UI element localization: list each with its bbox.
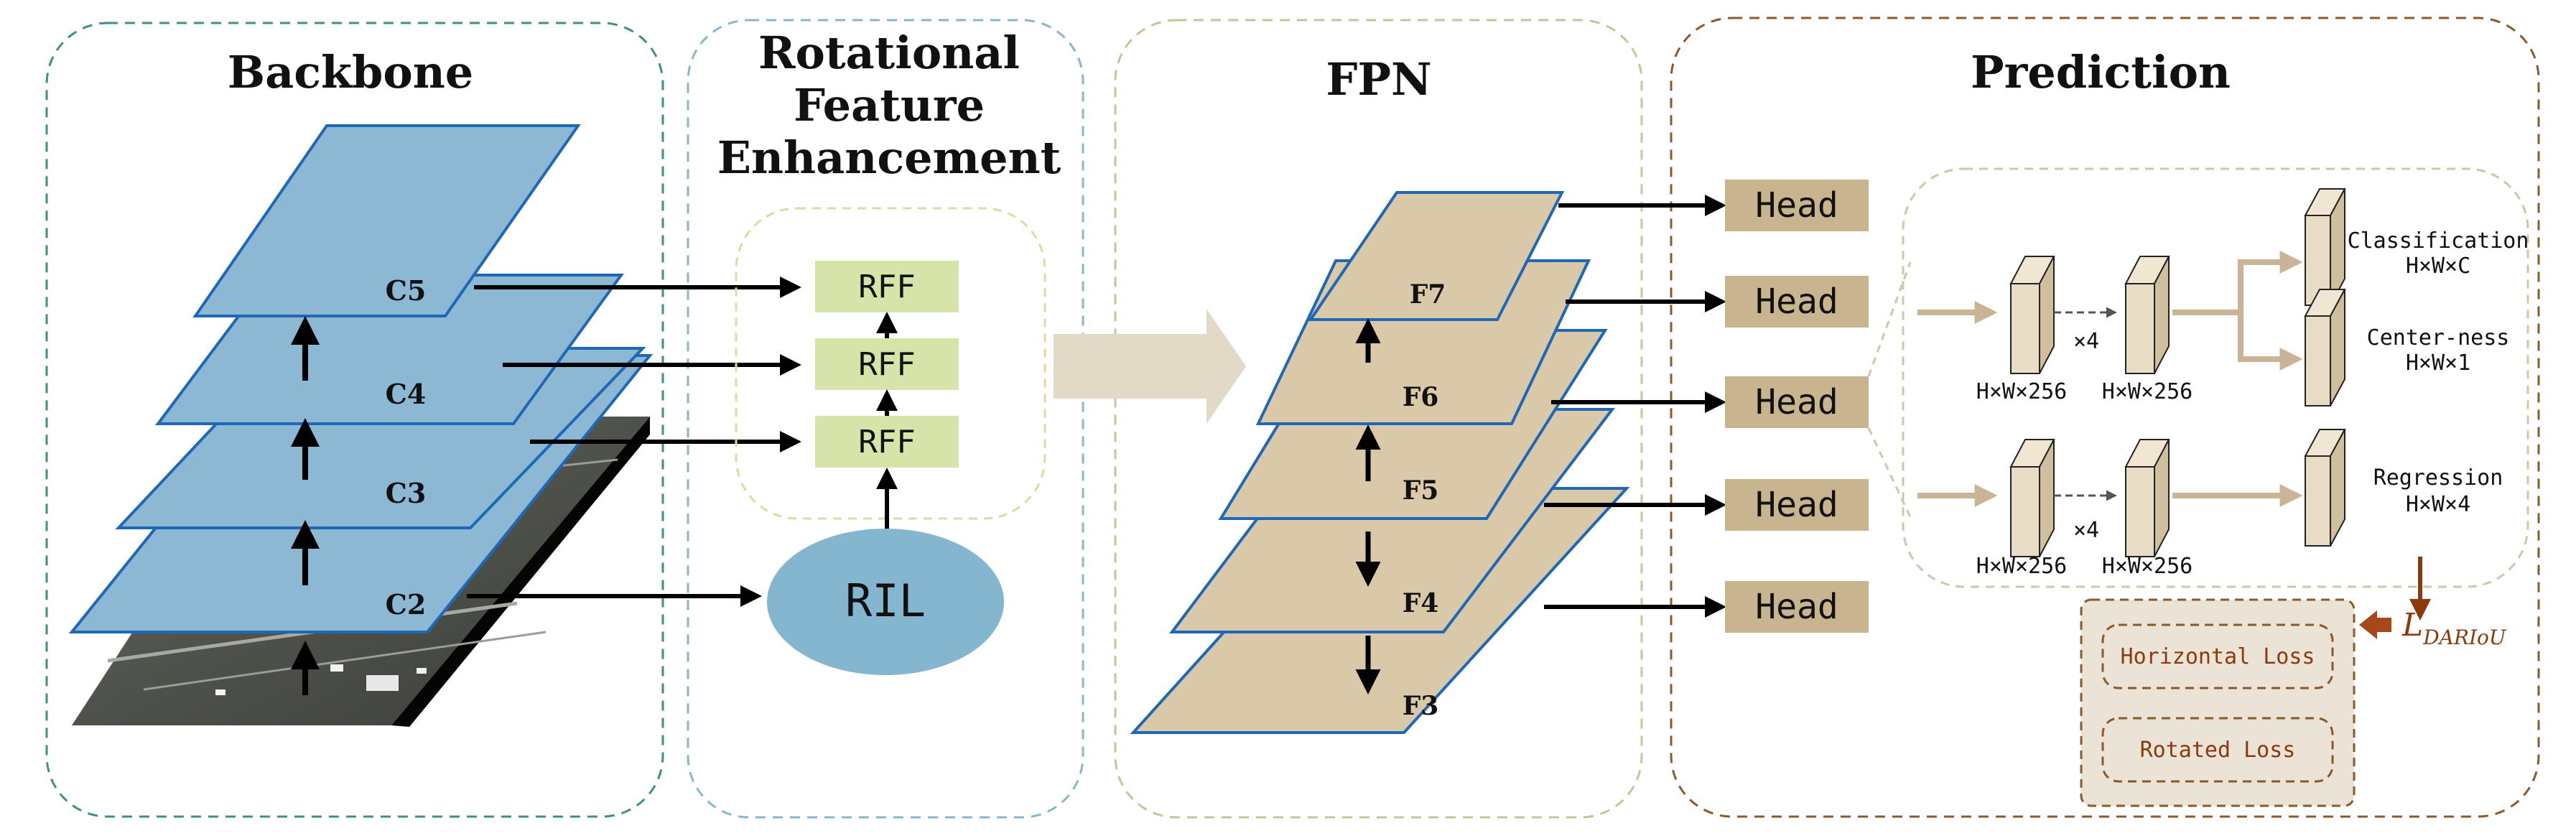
feature-map-block <box>2125 283 2155 374</box>
centerness-map <box>2305 315 2331 407</box>
prediction-title: Prediction <box>1971 46 2231 98</box>
dims-label: H×W×256 <box>1976 554 2067 579</box>
backbone-level-label: C5 <box>386 274 427 307</box>
feature-map-block <box>2010 466 2040 557</box>
prediction-panel <box>1670 17 2540 818</box>
classification-label: Classification <box>2348 228 2529 254</box>
rff-block-middle: RFF <box>815 338 959 390</box>
rfe-panel <box>687 19 1084 819</box>
rff-group-frame <box>735 207 1046 520</box>
loss-box <box>2080 598 2356 807</box>
rfe-title-line-2: Feature <box>794 79 985 131</box>
loss-symbol-subscript: DARIoU <box>2422 626 2507 649</box>
fpn-level-label: F5 <box>1403 475 1439 506</box>
fpn-to-head-arrows <box>1544 195 1726 618</box>
head-detail-frame <box>1902 167 2529 588</box>
rff-label: RFF <box>858 424 915 460</box>
rfe-title-line-1: Rotational <box>758 27 1020 79</box>
head-label: Head <box>1755 282 1838 322</box>
rff-block-bottom: RFF <box>815 416 959 468</box>
rff-label: RFF <box>858 346 915 383</box>
head-label: Head <box>1755 382 1838 422</box>
rff-block-top: RFF <box>815 261 959 312</box>
fpn-level-label: F7 <box>1410 279 1446 310</box>
head-block-4: Head <box>1725 479 1869 531</box>
head-branch-top: ×4 H×W×256 H×W×256 Classification H×W×C … <box>1917 188 2529 407</box>
centerness-dims: H×W×1 <box>2406 350 2470 376</box>
centerness-label: Center-ness <box>2367 325 2510 350</box>
head-block-5: Head <box>1725 581 1869 633</box>
horizontal-loss: Horizontal Loss <box>2101 623 2334 689</box>
backbone-to-rfe-arrows <box>467 277 801 607</box>
head-label: Head <box>1755 185 1838 226</box>
backbone-title: Backbone <box>228 46 474 98</box>
feature-map-block <box>2125 466 2155 557</box>
loss-indicator-arrow <box>2359 610 2391 639</box>
rfe-to-fpn-arrow <box>1054 309 1246 424</box>
rff-label: RFF <box>858 269 915 305</box>
fpn-level-label: F3 <box>1403 691 1439 721</box>
head-label: Head <box>1755 485 1838 525</box>
head-label: Head <box>1755 587 1838 627</box>
backbone-panel <box>45 22 664 818</box>
dims-label: H×W×256 <box>2102 379 2193 404</box>
fpn-level-label: F4 <box>1403 588 1439 618</box>
rotated-loss: Rotated Loss <box>2101 717 2334 783</box>
detail-zoom-lines <box>1867 261 1912 518</box>
fpn-title: FPN <box>1326 53 1431 106</box>
ril-label: RIL <box>845 575 926 627</box>
backbone-level-label: C3 <box>386 477 427 509</box>
classification-dims: H×W×C <box>2406 254 2470 279</box>
head-block-3: Head <box>1725 376 1869 428</box>
regression-label: Regression <box>2373 465 2503 491</box>
horizontal-loss-label: Horizontal Loss <box>2121 644 2315 669</box>
regression-map <box>2305 455 2331 547</box>
rotated-loss-label: Rotated Loss <box>2140 738 2296 763</box>
dims-label: H×W×256 <box>2102 554 2193 579</box>
loss-symbol-main: L <box>2401 607 2423 644</box>
rfe-title-line-3: Enhancement <box>717 131 1061 184</box>
backbone-level-label: C4 <box>386 378 427 410</box>
backbone-plane-c5: C5 <box>192 124 581 317</box>
dims-label: H×W×256 <box>1976 379 2067 404</box>
fpn-level-label: F6 <box>1403 382 1439 412</box>
fpn-plane-f7: F7 <box>1308 191 1565 321</box>
fpn-panel <box>1114 19 1643 819</box>
repeat-label: ×4 <box>2073 518 2099 543</box>
regression-dims: H×W×4 <box>2406 492 2470 517</box>
loss-symbol: LDARIoU <box>2401 607 2507 649</box>
head-block-1: Head <box>1725 180 1869 231</box>
repeat-label: ×4 <box>2073 329 2099 354</box>
backbone-level-label: C2 <box>386 588 427 621</box>
ril-module: RIL <box>767 529 1004 675</box>
head-branch-bottom: ×4 H×W×256 H×W×256 Regression H×W×4 <box>1917 429 2503 579</box>
head-block-2: Head <box>1725 276 1869 328</box>
